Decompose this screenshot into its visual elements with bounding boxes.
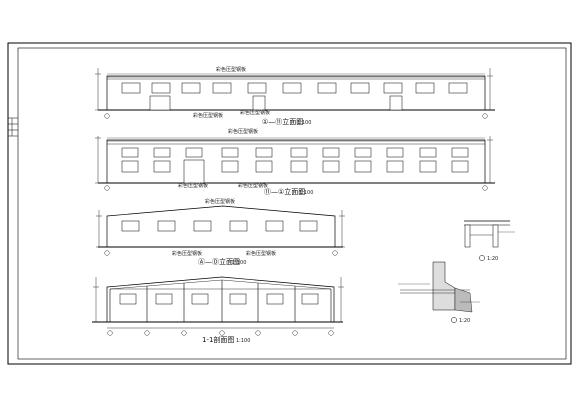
elevation-3-top-note: 彩色压型钢板 <box>205 198 235 205</box>
axis-bubble-left <box>104 113 110 119</box>
elevation-3-note-a: 彩色压型钢板 <box>172 250 202 257</box>
elevation-2-windows-upper <box>121 147 469 158</box>
detail-1-mark: 1:20 <box>487 256 498 262</box>
elevation-1: 彩色压型钢板 彩色压型钢板 彩色压型钢板 ①—⑪立面图 1:100 <box>95 66 495 126</box>
elevation-3-dim-left <box>96 210 102 248</box>
elevation-2-windows-lower <box>121 160 469 173</box>
elevation-2-note-b: 彩色压型钢板 <box>238 182 268 189</box>
elevation-3: 彩色压型钢板 彩色压型钢板 彩色压型钢板 Ⓐ—Ⓓ立面图 1:100 <box>96 198 345 266</box>
axis-bubble-right <box>482 113 488 119</box>
elevation-1-note-a: 彩色压型钢板 <box>193 112 223 119</box>
elevation-2-title: ⑪—①立面图 <box>264 187 305 196</box>
elevation-3-windows <box>121 220 318 232</box>
elevation-2-top-note: 彩色压型钢板 <box>228 128 258 135</box>
sheet-border <box>7 42 572 365</box>
section-1-1: 1-1剖面图 1:100 <box>92 276 344 344</box>
elevation-1-title: ①—⑪立面图 <box>262 117 303 126</box>
elevation-1-note-b: 彩色压型钢板 <box>240 109 270 116</box>
section-columns <box>109 280 332 322</box>
section-scale: 1:100 <box>236 338 250 344</box>
elevation-1-scale: 1:100 <box>297 120 311 126</box>
elevation-1-dim-left <box>95 68 101 111</box>
elevation-2: 彩色压型钢板 彩色压型钢板 彩色压型钢板 ⑪—①立面图 1:100 <box>95 128 495 196</box>
elevation-1-doors <box>149 95 403 111</box>
elevation-2-dim-left <box>95 136 101 184</box>
detail-1: 1:20 <box>464 220 515 262</box>
axis-bubble-left <box>104 185 110 191</box>
elevation-3-scale: 1:100 <box>232 260 246 266</box>
axis-bubble-right <box>482 185 488 191</box>
detail-2: 1:20 <box>398 261 480 324</box>
section-axis-bubbles <box>107 330 334 336</box>
detail-1-mark-bubble <box>479 255 485 261</box>
elevation-2-scale: 1:100 <box>299 190 313 196</box>
elevation-3-dim-right <box>339 210 345 248</box>
elevation-2-door <box>183 159 205 184</box>
elevation-2-note-a: 彩色压型钢板 <box>178 182 208 189</box>
elevation-1-windows <box>121 82 468 94</box>
elevation-1-dim-right <box>487 68 493 111</box>
inner-frame <box>17 47 567 360</box>
elevation-2-dim-right <box>487 136 493 184</box>
detail-2-mark-bubble <box>451 317 457 323</box>
elevation-3-note-b: 彩色压型钢板 <box>246 250 276 257</box>
section-title: 1-1剖面图 <box>202 335 234 344</box>
section-windows <box>119 293 319 305</box>
section-dim-left <box>93 277 99 322</box>
title-strip <box>8 117 18 137</box>
detail-2-mark: 1:20 <box>459 318 470 324</box>
elevation-1-top-note: 彩色压型钢板 <box>216 66 246 73</box>
section-dim-right <box>338 277 344 322</box>
elevation-3-title: Ⓐ—Ⓓ立面图 <box>198 257 240 266</box>
